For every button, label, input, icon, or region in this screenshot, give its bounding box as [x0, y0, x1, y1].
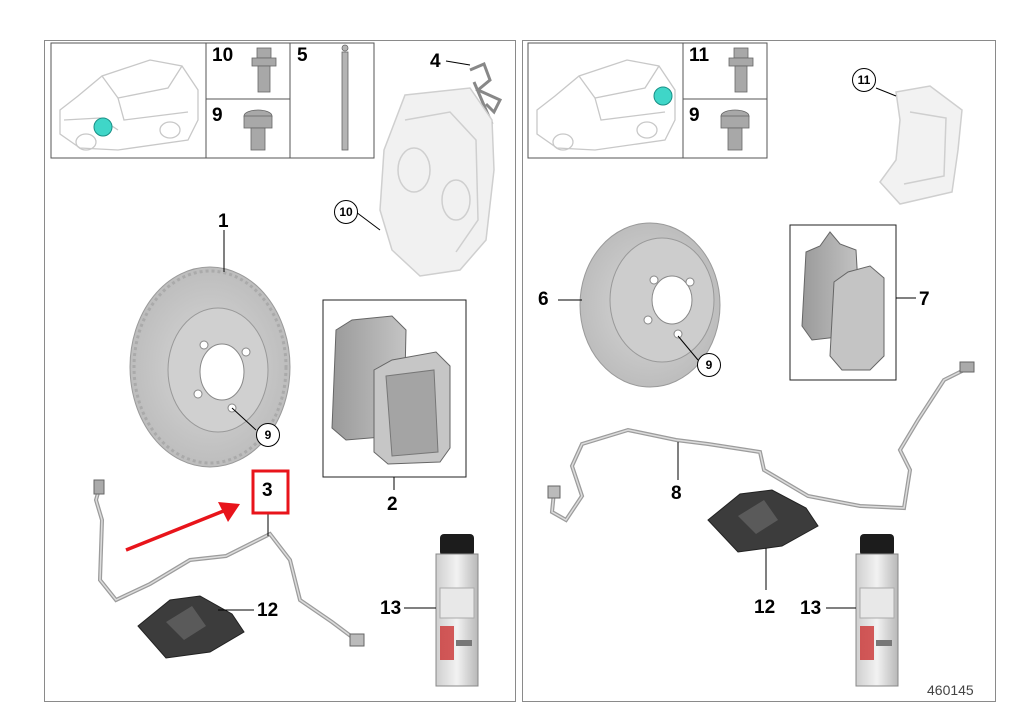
brake-caliper-ghost: [379, 87, 495, 277]
part-label-sensor-8: 8: [671, 483, 682, 504]
bolt-icon: [720, 109, 750, 151]
paste-packet-icon: [137, 595, 245, 659]
part-label-paste-12: 12: [754, 597, 776, 618]
brake-pad-pair-front: [331, 315, 451, 465]
bolt-icon: [728, 47, 754, 93]
part-label-bolt-10: 10: [212, 45, 234, 66]
part-label-pads-2: 2: [387, 494, 398, 515]
car-outline-left: [59, 59, 199, 151]
part-label-spray-13: 13: [380, 598, 402, 619]
brake-disc-rear: [579, 222, 721, 388]
spray-can-icon: [435, 534, 479, 687]
part-label-disc-6: 6: [538, 289, 549, 310]
brake-pad-pair-rear: [801, 231, 885, 371]
highlight-box: [251, 469, 290, 515]
spray-can-icon: [855, 534, 899, 687]
left-header-grid: [50, 42, 375, 159]
sensor-connector: [93, 479, 105, 495]
part-label-pin-5: 5: [297, 45, 308, 66]
part-label-bolt-9: 9: [689, 105, 700, 126]
caliper-carrier-ghost: [879, 85, 963, 205]
sensor-connector: [959, 361, 975, 373]
paste-packet-icon: [707, 489, 819, 553]
callout-caliper-10: 10: [334, 200, 358, 224]
bolt-icon: [243, 109, 273, 151]
part-label-sensor-3: 3: [262, 480, 273, 501]
brake-disc-front: [129, 266, 291, 468]
part-label-spring-4: 4: [430, 51, 441, 72]
rear-axle-marker-right: [653, 86, 673, 106]
callout-disc-bolt-9: 9: [256, 423, 280, 447]
callout-carrier-11: 11: [852, 68, 876, 92]
sensor-probe: [349, 633, 365, 647]
part-label-spray-13: 13: [800, 598, 822, 619]
front-axle-marker-left: [93, 117, 113, 137]
diagram-reference-number: 460145: [927, 682, 974, 698]
arrow-icon: [125, 502, 240, 552]
part-label-disc-1: 1: [218, 211, 229, 232]
part-label-paste-12: 12: [257, 600, 279, 621]
part-label-bolt-9: 9: [212, 105, 223, 126]
sensor-probe: [547, 485, 561, 499]
wear-sensor-cable-rear-inner: [551, 367, 969, 521]
car-outline-right: [536, 59, 676, 151]
right-header-grid: [527, 42, 768, 159]
part-label-pads-7: 7: [919, 289, 930, 310]
wear-sensor-cable-front-inner: [95, 485, 357, 641]
guide-pin-icon: [341, 44, 349, 151]
bolt-icon: [251, 47, 277, 93]
part-label-bolt-11: 11: [689, 45, 710, 66]
callout-disc-bolt-9: 9: [697, 353, 721, 377]
